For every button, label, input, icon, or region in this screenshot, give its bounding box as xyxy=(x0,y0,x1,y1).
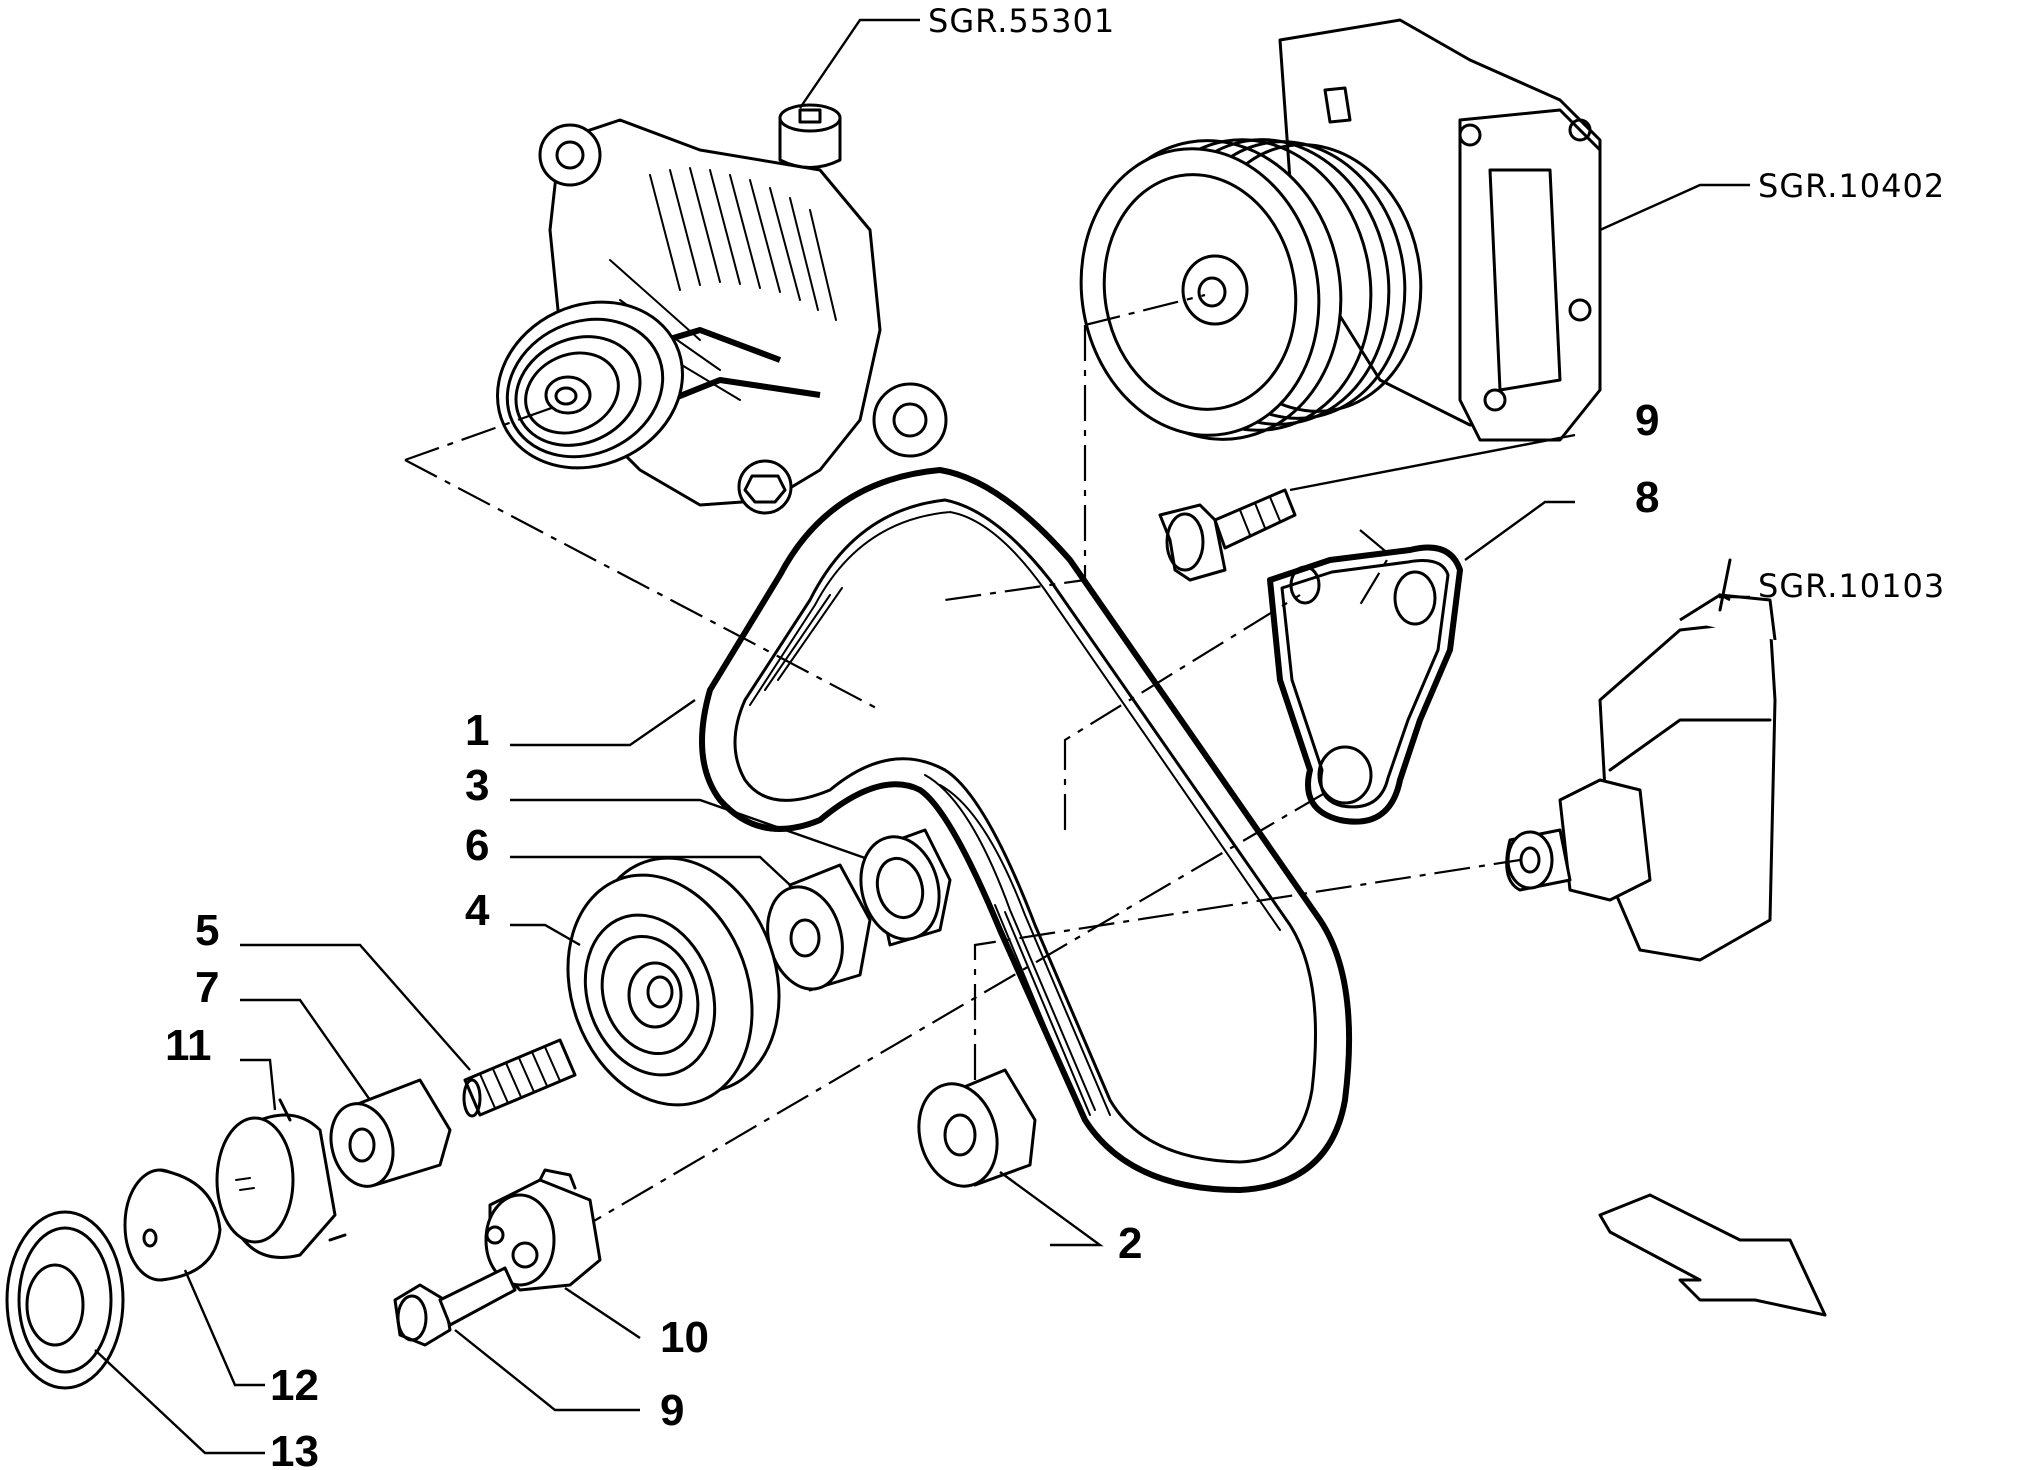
ref-water-pump: SGR.10402 xyxy=(1758,167,1945,205)
lower-screw-drawing xyxy=(393,1266,517,1347)
bracket-drawing xyxy=(1267,544,1463,825)
ref-crankshaft: SGR.10103 xyxy=(1758,567,1945,605)
callout-9-upper: 9 xyxy=(1635,396,1659,445)
bush-6-drawing xyxy=(766,863,872,992)
callout-12: 12 xyxy=(270,1361,319,1410)
callout-1: 1 xyxy=(465,706,489,755)
cover-cap-drawing xyxy=(215,1098,347,1259)
bush-3-drawing xyxy=(859,828,952,947)
spacer-7-drawing xyxy=(329,1078,452,1188)
water-pump-drawing xyxy=(1079,18,1602,442)
washer-12-drawing xyxy=(123,1168,222,1282)
callout-13: 13 xyxy=(270,1427,319,1470)
spacer-bush-2-drawing xyxy=(917,1068,1037,1188)
callout-3: 3 xyxy=(465,761,489,810)
alternator-drawing xyxy=(496,103,948,515)
front-direction-arrow-icon xyxy=(1598,1193,1827,1317)
stud-drawing xyxy=(462,1038,577,1118)
callout-8: 8 xyxy=(1635,473,1659,522)
callout-10: 10 xyxy=(660,1313,709,1362)
callout-4: 4 xyxy=(465,886,490,935)
leader-lines xyxy=(94,18,1750,1455)
upper-screw-drawing xyxy=(1158,488,1297,582)
callout-11: 11 xyxy=(165,1021,212,1070)
callout-5: 5 xyxy=(195,906,219,955)
callout-6: 6 xyxy=(465,821,489,870)
callout-7: 7 xyxy=(195,963,219,1012)
callout-labels: SGR.55301 SGR.10402 SGR.10103 9 8 1 3 6 … xyxy=(165,2,1945,1470)
callout-2: 2 xyxy=(1118,1219,1142,1268)
tensioner-pulley-drawing xyxy=(566,856,781,1107)
idler-roller-drawing xyxy=(484,1168,602,1292)
callout-9-lower: 9 xyxy=(660,1386,684,1435)
ref-alternator: SGR.55301 xyxy=(928,2,1115,40)
poly-v-belt xyxy=(699,467,1353,1193)
crankshaft-drawing xyxy=(1505,558,1777,962)
washer-13-drawing xyxy=(5,1210,125,1390)
